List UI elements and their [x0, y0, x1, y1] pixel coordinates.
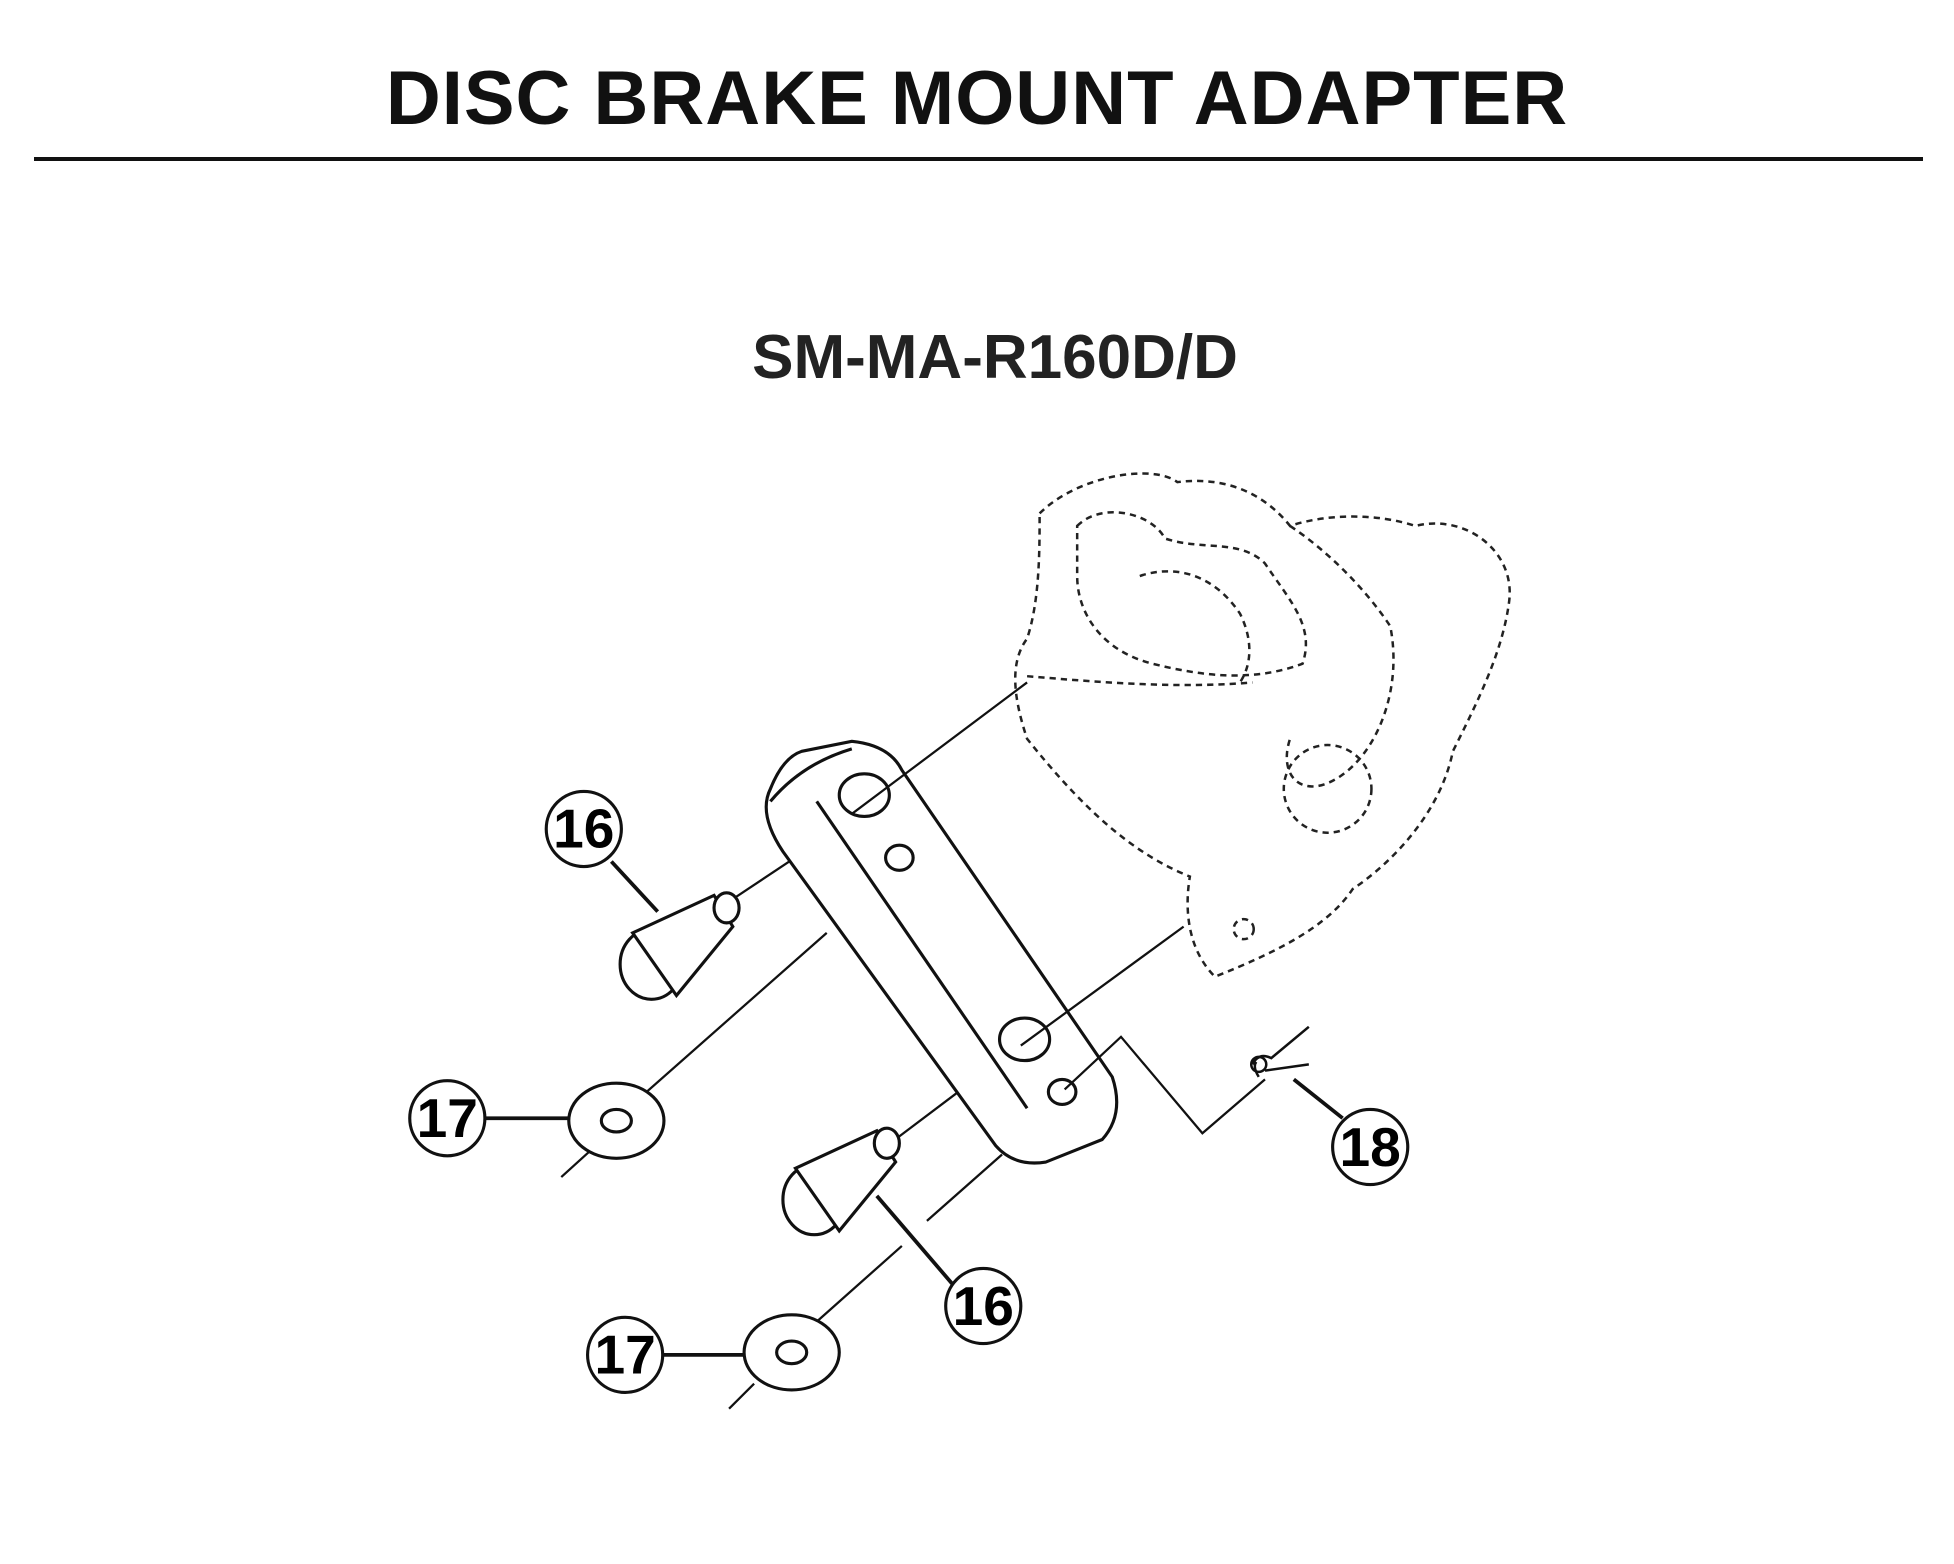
leader-lines [560, 681, 1266, 1410]
mount-adapter-plate [764, 739, 1119, 1165]
page-title: DISC BRAKE MOUNT ADAPTER [385, 56, 1569, 141]
bolt-lower-icon [781, 1126, 901, 1237]
callout-label: 18 [1340, 1116, 1401, 1178]
callout-label: 17 [594, 1324, 655, 1386]
callout-16-lower: 16 [944, 1266, 1023, 1346]
washer-upper-icon [567, 1081, 666, 1160]
callout-leaders [484, 860, 1344, 1357]
model-number: SM-MA-R160D/D [752, 323, 1238, 392]
clip-icon [1249, 1025, 1310, 1078]
brake-caliper-outline [1013, 472, 1511, 979]
callout-18: 18 [1331, 1107, 1410, 1187]
washer-lower-icon [742, 1313, 841, 1392]
callout-17-lower: 17 [585, 1315, 665, 1395]
callout-label: 16 [553, 798, 614, 860]
callout-16-upper: 16 [544, 789, 623, 869]
callout-label: 16 [953, 1275, 1014, 1337]
callout-17-upper: 17 [408, 1079, 487, 1158]
callout-label: 17 [417, 1087, 478, 1149]
bolt-upper-icon [618, 891, 741, 1001]
title-divider [34, 157, 1923, 161]
